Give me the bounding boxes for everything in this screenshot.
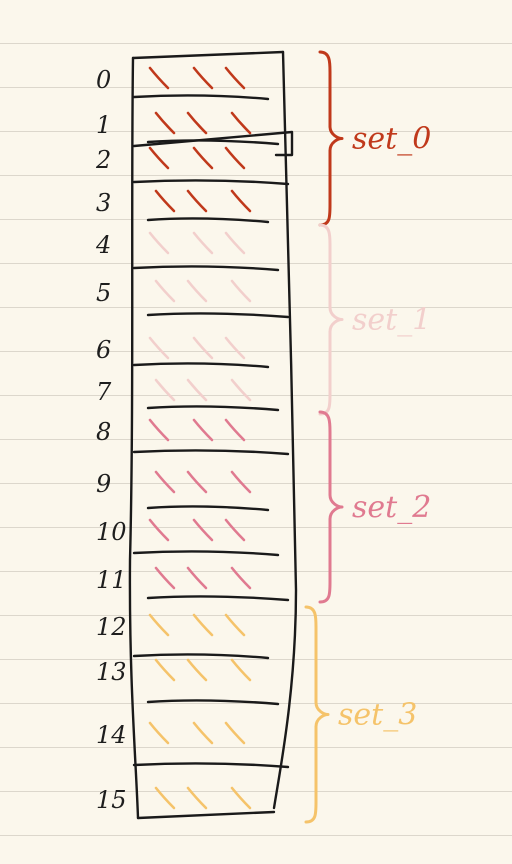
column-right-edge — [272, 50, 298, 810]
row-divider — [132, 653, 270, 660]
row-hatch-mark — [154, 189, 176, 213]
row-hatch-mark — [230, 189, 252, 213]
row-2-box — [132, 130, 294, 157]
row-index-label: 3 — [96, 189, 111, 217]
row-hatch-mark — [230, 111, 252, 135]
set-label: set_1 — [352, 303, 431, 338]
row-hatch-mark — [186, 566, 208, 590]
row-hatch-mark — [154, 566, 176, 590]
row-hatch-mark — [186, 470, 208, 494]
row-divider — [146, 405, 280, 412]
row-divider — [146, 505, 270, 512]
row-divider — [132, 265, 280, 272]
row-index-label: 0 — [96, 66, 111, 94]
row-index-label: 12 — [96, 613, 127, 641]
row-hatch-mark — [192, 518, 214, 542]
row-hatch-mark — [192, 231, 214, 255]
row-divider — [132, 179, 290, 186]
row-hatch-mark — [154, 786, 176, 810]
row-hatch-mark — [148, 721, 170, 745]
row-hatch-mark — [148, 146, 170, 170]
set-label: set_0 — [352, 122, 431, 157]
row-hatch-mark — [224, 66, 246, 90]
row-index-label: 4 — [95, 231, 111, 259]
row-divider — [146, 699, 280, 706]
row-hatch-mark — [224, 336, 246, 360]
set-label: set_3 — [338, 698, 417, 733]
row-divider — [132, 762, 290, 769]
row-hatch-mark — [186, 189, 208, 213]
row-hatch-mark — [148, 231, 170, 255]
row-hatch-mark — [148, 613, 170, 637]
row-hatch-mark — [154, 279, 176, 303]
row-hatch-mark — [154, 378, 176, 402]
row-index-label: 7 — [96, 378, 112, 406]
row-hatch-mark — [230, 658, 252, 682]
row-index-label: 2 — [95, 146, 111, 174]
set-label: set_2 — [352, 490, 431, 525]
row-hatch-mark — [192, 721, 214, 745]
row-hatch-mark — [192, 613, 214, 637]
column-left-edge — [128, 56, 140, 820]
row-divider — [132, 94, 270, 101]
row-hatch-mark — [186, 378, 208, 402]
row-hatch-mark — [186, 658, 208, 682]
row-hatch-mark — [224, 518, 246, 542]
row-hatch-mark — [192, 336, 214, 360]
row-index-label: 6 — [96, 336, 111, 364]
row-hatch-mark — [148, 336, 170, 360]
row-divider — [132, 449, 290, 456]
row-hatch-mark — [224, 146, 246, 170]
row-hatch-mark — [192, 418, 214, 442]
row-hatch-mark — [230, 566, 252, 590]
row-divider — [132, 362, 270, 369]
row-hatch-mark — [230, 786, 252, 810]
row-hatch-mark — [192, 146, 214, 170]
row-index-label: 10 — [96, 518, 127, 546]
row-hatch-mark — [154, 470, 176, 494]
row-hatch-mark — [186, 279, 208, 303]
row-hatch-mark — [224, 418, 246, 442]
row-index-label: 11 — [96, 566, 127, 594]
row-hatch-mark — [154, 658, 176, 682]
set-brace — [304, 605, 330, 824]
row-divider — [146, 312, 290, 319]
row-hatch-mark — [148, 518, 170, 542]
row-hatch-mark — [186, 111, 208, 135]
row-hatch-mark — [154, 111, 176, 135]
row-index-label: 13 — [96, 658, 127, 686]
column-bottom-edge — [136, 810, 276, 820]
row-hatch-mark — [224, 613, 246, 637]
row-hatch-mark — [224, 721, 246, 745]
row-hatch-mark — [186, 786, 208, 810]
row-hatch-mark — [230, 470, 252, 494]
set-brace — [318, 223, 344, 416]
row-index-label: 15 — [96, 786, 127, 814]
row-hatch-mark — [230, 378, 252, 402]
row-hatch-mark — [192, 66, 214, 90]
set-brace — [318, 410, 344, 604]
row-hatch-mark — [148, 66, 170, 90]
column-top-edge — [131, 50, 285, 60]
row-divider — [132, 550, 280, 557]
set-brace — [318, 50, 344, 227]
row-index-label: 14 — [96, 721, 127, 749]
row-index-label: 8 — [96, 418, 111, 446]
row-hatch-mark — [224, 231, 246, 255]
row-divider — [146, 217, 270, 224]
row-hatch-mark — [230, 279, 252, 303]
row-divider — [146, 595, 290, 602]
row-index-label: 1 — [96, 111, 111, 139]
row-index-label: 5 — [96, 279, 111, 307]
row-hatch-mark — [148, 418, 170, 442]
row-index-label: 9 — [96, 470, 111, 498]
